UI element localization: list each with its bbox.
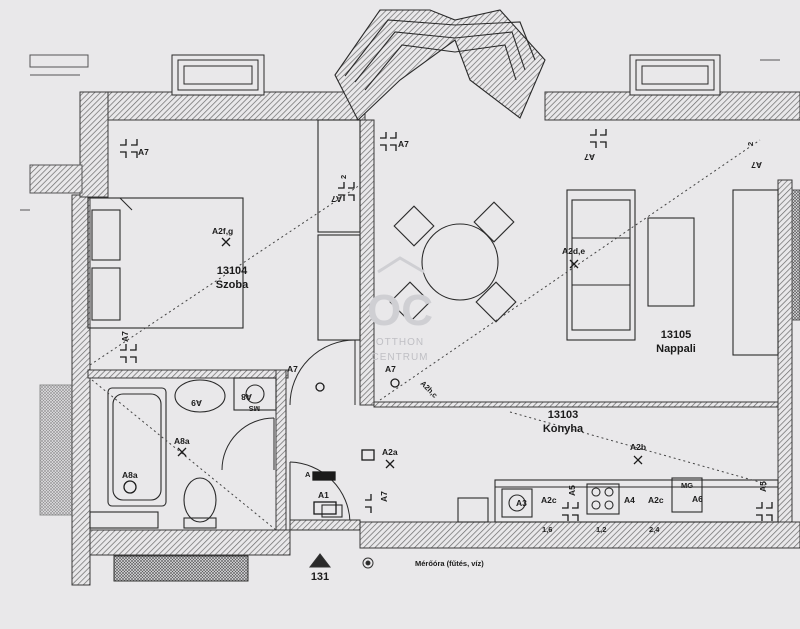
- tv-unit: [732, 189, 779, 356]
- watermark: OC OTTHON CENTRUM: [367, 256, 433, 363]
- label-a7-1: A7: [138, 147, 149, 157]
- label-a5-2: A5: [758, 481, 768, 492]
- room-number-szoba: 13104: [217, 265, 248, 277]
- label-a5-1: A5: [567, 485, 577, 496]
- room-name-nappali: Nappali: [656, 343, 696, 355]
- label-num2-2: 2: [746, 142, 755, 146]
- meter-note: Mérőóra (fűtés, víz): [415, 559, 484, 568]
- coffee-table: [647, 217, 695, 307]
- room-number-konyha: 13103: [548, 409, 579, 421]
- label-a7-5: A7: [120, 331, 130, 342]
- hob: [586, 483, 620, 515]
- bay-window: [334, 9, 546, 121]
- watermark-line1: OTTHON: [376, 337, 424, 348]
- room-name-szoba: Szoba: [216, 279, 249, 291]
- height-3: 2,4: [649, 525, 660, 534]
- bathtub: [107, 387, 167, 507]
- label-a8a-2: A8a: [122, 470, 138, 480]
- furniture: [87, 119, 779, 529]
- height-1: 1,6: [542, 525, 552, 534]
- dining-table: [421, 223, 499, 301]
- bed: [87, 197, 244, 329]
- toilet: [183, 477, 217, 523]
- room-labels: 13104 Szoba 13105 Nappali 13103 Konyha 1…: [216, 265, 696, 583]
- watermark-line2: CENTRUM: [372, 352, 429, 363]
- label-a2c-2: A2c: [648, 495, 664, 505]
- washing-machine: [233, 377, 277, 411]
- label-a7-9: A7: [379, 491, 389, 502]
- label-a2f: A2f,g: [212, 226, 233, 236]
- wardrobe: [317, 119, 361, 233]
- sofa: [566, 189, 636, 341]
- kitchen-counter: [494, 479, 779, 523]
- height-2: 1,2: [596, 525, 606, 534]
- label-a1: A1: [318, 490, 329, 500]
- section-lines: [89, 139, 771, 531]
- label-num2-1: 2: [339, 175, 348, 179]
- label-a2d: A2d,e: [562, 246, 585, 256]
- windows: [171, 54, 721, 96]
- label-a9: A9: [191, 398, 202, 408]
- washbasin: [174, 379, 226, 413]
- label-a7-8: A7: [385, 364, 396, 374]
- entrance-number: 131: [311, 571, 329, 583]
- label-a8a-1: A8a: [174, 436, 190, 446]
- label-a7-6: A7: [331, 194, 342, 204]
- label-a7-4: A7: [751, 160, 762, 170]
- right-exterior: [760, 59, 800, 321]
- label-a7-7: A7: [287, 364, 298, 374]
- label-a2c-1: A2c: [541, 495, 557, 505]
- label-a4: A4: [624, 495, 635, 505]
- electrical-symbols: [120, 129, 773, 521]
- label-ms: MS: [249, 404, 260, 413]
- watermark-mark: OC: [367, 286, 433, 335]
- label-a7-3: A7: [584, 152, 595, 162]
- label-a3: A3: [516, 498, 527, 508]
- label-a2b: A2b: [630, 442, 646, 452]
- label-a-small: A: [305, 470, 311, 479]
- label-a7-2: A7: [398, 139, 409, 149]
- label-a8: A8: [241, 392, 252, 402]
- left-exterior: [20, 54, 89, 516]
- label-mg: MG: [681, 481, 693, 490]
- label-a2h: A2h,c: [419, 379, 440, 400]
- room-number-nappali: 13105: [661, 329, 692, 341]
- room-name-konyha: Konyha: [543, 423, 584, 435]
- walls: [71, 91, 800, 586]
- utility-strip: [113, 519, 374, 582]
- label-a6: A6: [692, 494, 703, 504]
- label-a2a: A2a: [382, 447, 398, 457]
